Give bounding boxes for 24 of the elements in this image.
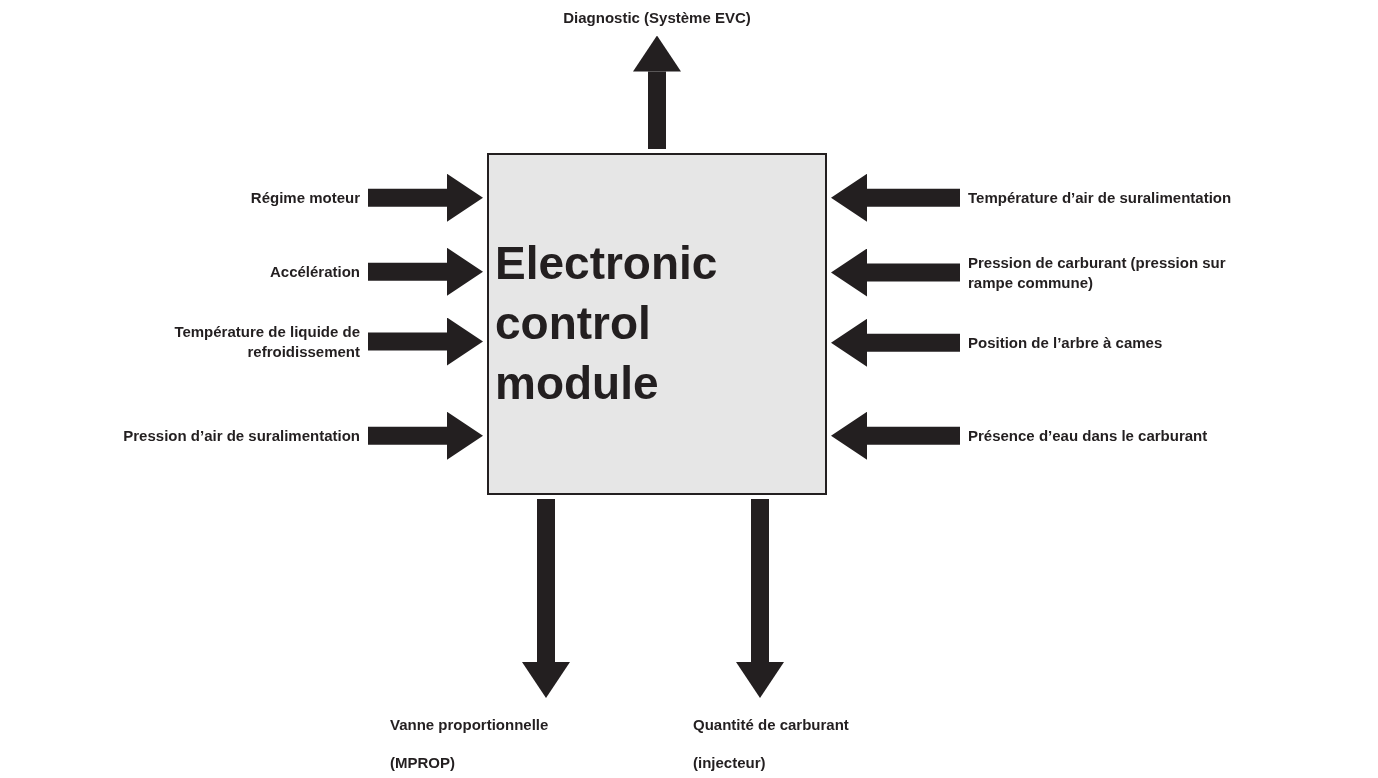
arrow [633,35,681,149]
arrow [831,173,960,222]
signal-label: Température d’air de suralimentation [968,188,1373,208]
arrow [522,499,570,698]
arrow [368,411,483,460]
signal-label: Position de l’arbre à cames [968,333,1373,353]
signal-label: Accélération [60,262,360,282]
arrow [368,173,483,222]
signal-label: Régime moteur [60,188,360,208]
arrow [831,248,960,297]
control-module-box [487,153,827,495]
arrow [368,317,483,366]
signal-label: Présence d’eau dans le carburant [968,426,1373,446]
arrow [831,318,960,367]
signal-label: Pression de carburant (pression sur rampe commune) [968,253,1238,292]
signal-label: Pression d’air de suralimentation [0,426,360,446]
signal-label: Diagnostic (Système EVC) [540,8,774,28]
arrow [831,411,960,460]
arrow [736,499,784,698]
signal-label: Vanne proportionnelle (MPROP) [390,706,605,778]
module-title: Electronic control module [494,236,719,411]
arrow [368,247,483,296]
signal-label: Température de liquide de refroidissement [160,322,360,361]
signal-label: Quantité de carburant (injecteur) [693,706,908,778]
